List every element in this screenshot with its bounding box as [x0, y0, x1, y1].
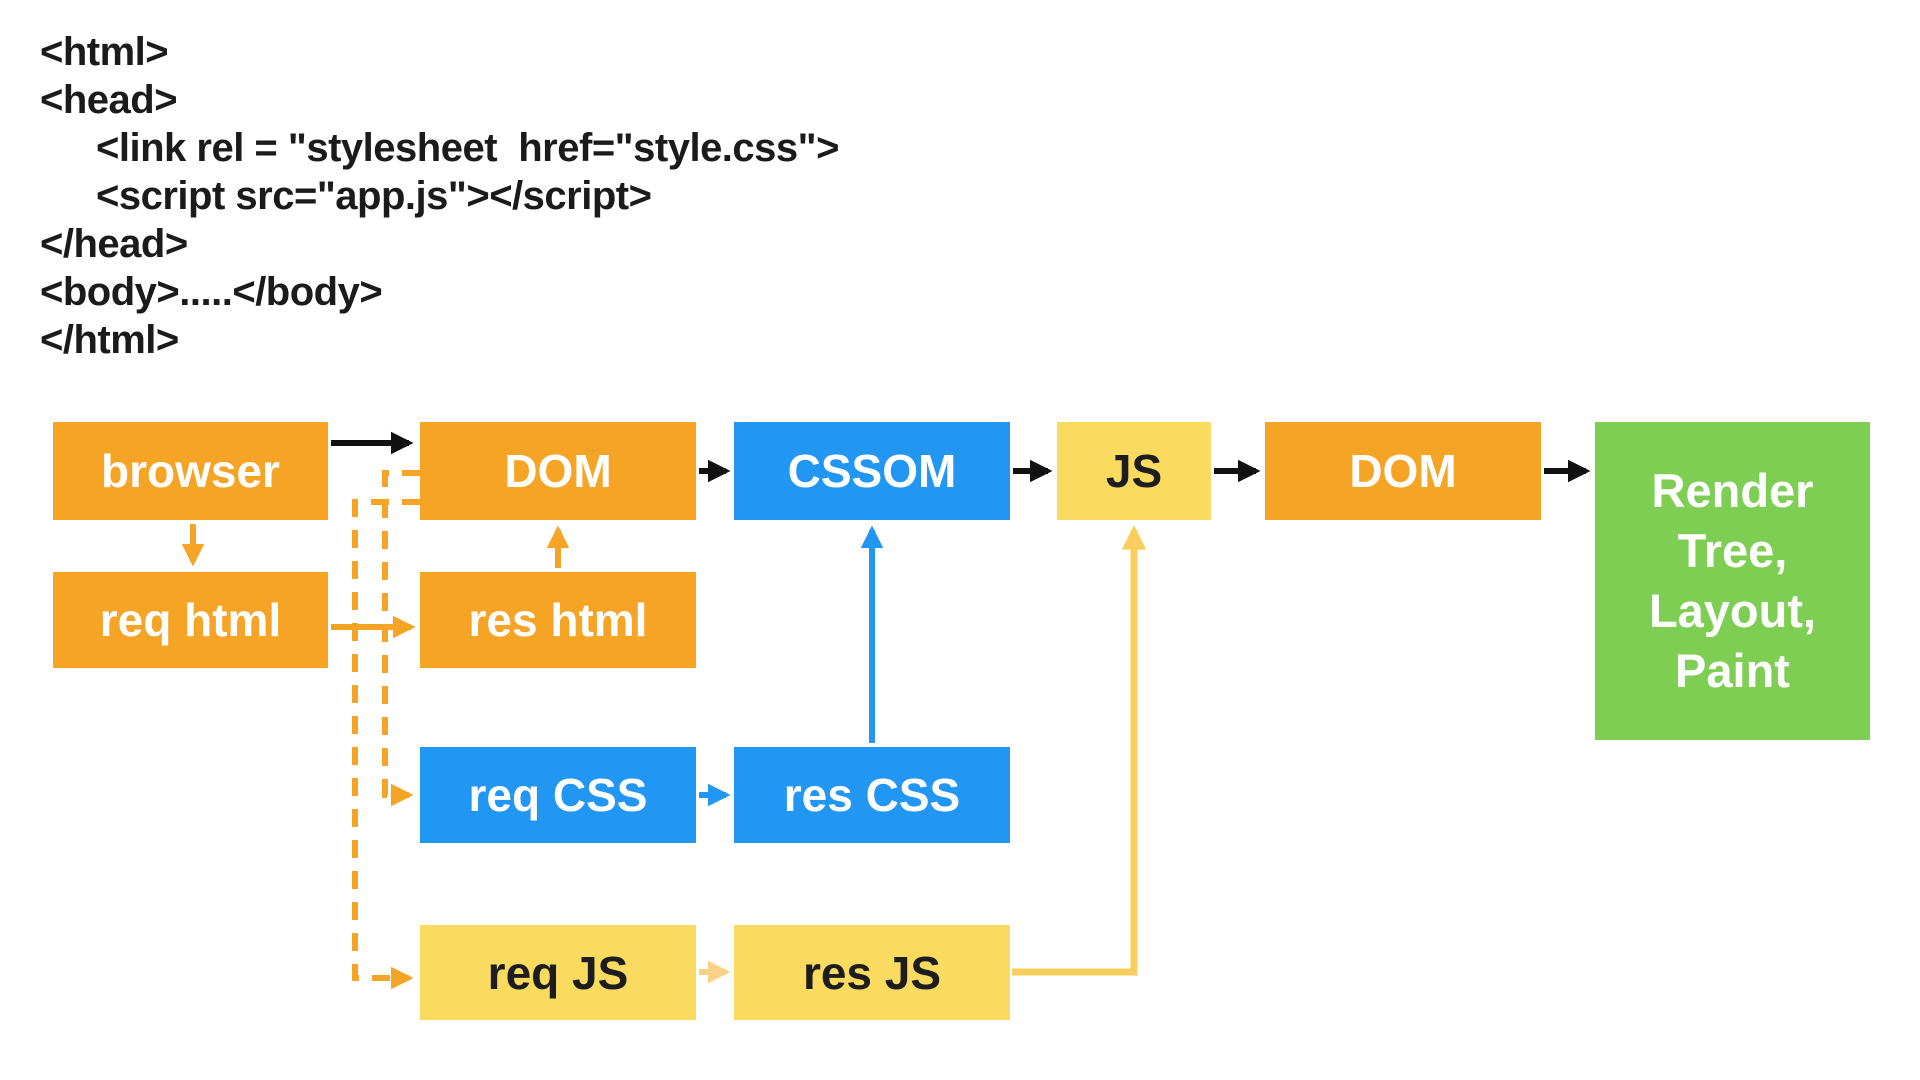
code-line-body: <body>.....</body>: [40, 270, 383, 314]
cssom-box: CSSOM: [734, 422, 1010, 520]
req-css-box: req CSS: [420, 747, 696, 843]
code-line-html-close: </html>: [40, 318, 179, 362]
browser-box: browser: [53, 422, 328, 520]
req-js-box: req JS: [420, 925, 696, 1020]
dashed-arrow-dom1-to-req-js: [352, 499, 420, 990]
render-tree-layout-paint-box: Render Tree, Layout, Paint: [1595, 422, 1870, 740]
req-html-box: req html: [53, 572, 328, 668]
js-box: JS: [1057, 422, 1211, 520]
dashed-arrow-dom1-to-req-css: [382, 470, 420, 807]
code-line-head-close: </head>: [40, 222, 188, 266]
dom-box-1: DOM: [420, 422, 696, 520]
res-html-box: res html: [420, 572, 696, 668]
code-line-script-src: <script src="app.js"></script>: [96, 174, 652, 218]
arrow-res-js-to-js: [1012, 525, 1147, 976]
html-code-snippet: <html> <head> <link rel = "stylesheet hr…: [40, 28, 839, 364]
res-js-box: res JS: [734, 925, 1010, 1020]
res-css-box: res CSS: [734, 747, 1010, 843]
code-line-head-open: <head>: [40, 78, 178, 122]
code-line-link-stylesheet: <link rel = "stylesheet href="style.css"…: [96, 126, 839, 170]
dom-box-2: DOM: [1265, 422, 1541, 520]
code-line-html-open: <html>: [40, 30, 169, 74]
